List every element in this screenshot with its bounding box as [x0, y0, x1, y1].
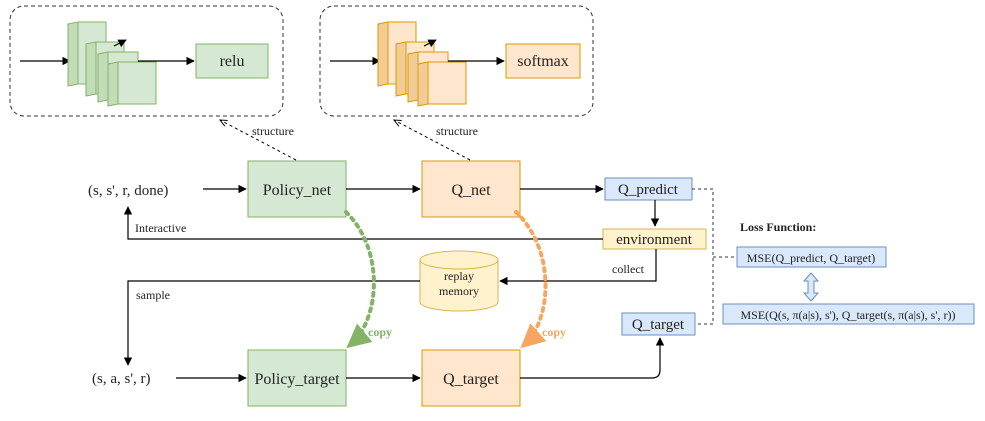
copy-label-left: copy — [368, 325, 392, 339]
structure-arrow-left — [220, 120, 297, 161]
structure-label-left: structure — [252, 124, 294, 138]
policy-target-label: Policy_target — [254, 371, 340, 388]
structure-panel-policy: relu — [9, 5, 284, 117]
edge-q-target-to-box — [520, 337, 665, 379]
sample-label: sample — [136, 288, 170, 302]
input-top: (s, s', r, done) — [88, 183, 168, 199]
environment-label: environment — [616, 232, 693, 248]
collect-label: collect — [612, 262, 645, 276]
structure-panel-border — [9, 5, 284, 117]
q-target-node — [621, 312, 696, 336]
softmax-label: softmax — [517, 53, 569, 70]
relu-label: relu — [220, 53, 245, 70]
layer-stack-orange — [377, 21, 467, 107]
layer-stack-green — [67, 21, 157, 107]
q-target-label: Q_target — [632, 317, 685, 333]
copy-arrow-q — [514, 210, 548, 349]
policy-target-node — [247, 349, 347, 407]
structure-arrow-right — [394, 120, 471, 161]
replay-label-2: memory — [439, 284, 479, 298]
structure-panel-border — [319, 5, 594, 117]
relu-box — [195, 43, 269, 79]
edge-env-to-replay — [499, 249, 657, 286]
loss-formula-1-box — [736, 246, 887, 268]
equivalence-arrow — [802, 272, 820, 302]
q-target-net-label: Q_target — [443, 371, 499, 388]
skip-arrow — [113, 39, 127, 48]
edge-replay-to-sample — [123, 280, 420, 366]
loss-title: Loss Function: — [740, 220, 816, 234]
policy-net-node — [247, 160, 347, 218]
edge-env-to-input — [123, 206, 603, 240]
loss-formula-2: MSE(Q(s, π(a|s), s'), Q_target(s, π(a|s)… — [741, 308, 956, 322]
replay-memory-node: replay memory — [419, 250, 499, 312]
copy-arrow-policy — [344, 210, 376, 349]
loss-formula-2-box — [722, 303, 975, 325]
interactive-label: Interactive — [135, 221, 186, 235]
q-net-node — [421, 160, 521, 218]
input-bottom: (s, a, s', r) — [92, 371, 151, 387]
structure-panel-q: softmax — [319, 5, 594, 117]
policy-net-label: Policy_net — [263, 182, 332, 199]
loss-formula-1: MSE(Q_predict, Q_target) — [747, 251, 875, 265]
skip-arrow — [423, 39, 437, 48]
copy-label-right: copy — [542, 325, 566, 339]
q-predict-label: Q_predict — [618, 182, 679, 198]
structure-label-right: structure — [436, 124, 478, 138]
loss-bracket — [692, 188, 714, 325]
softmax-box — [505, 43, 581, 79]
replay-label-1: replay — [444, 269, 474, 283]
q-net-label: Q_net — [451, 182, 491, 199]
